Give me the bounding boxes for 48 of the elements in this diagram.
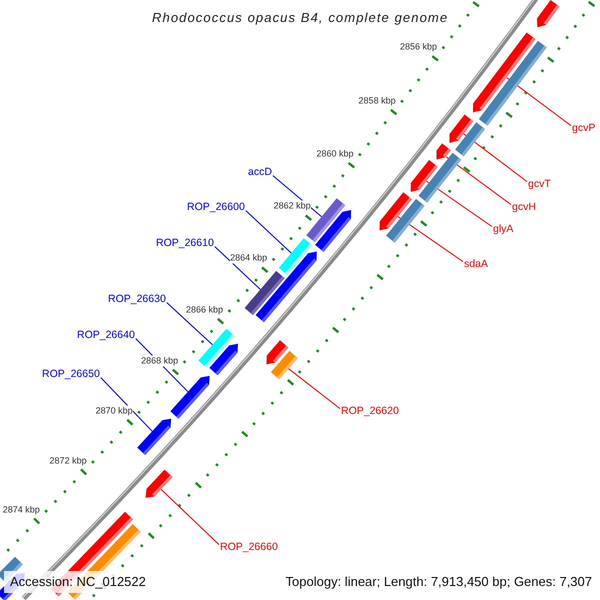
gene-feature xyxy=(418,152,462,203)
gene-label: ROP_26620 xyxy=(341,405,399,417)
gene-label: ROP_26600 xyxy=(187,201,245,213)
gene-feature xyxy=(537,0,560,28)
leader-line xyxy=(100,377,153,432)
leader-line xyxy=(463,133,528,182)
scale-label: 2870 kbp xyxy=(96,406,133,417)
gene-label: gcvT xyxy=(528,178,551,190)
gene-feature xyxy=(170,376,210,419)
leader-line xyxy=(445,156,512,206)
gene-label: sdaA xyxy=(464,258,488,270)
scale-label: 2868 kbp xyxy=(141,355,178,366)
gene-label: accD xyxy=(248,166,272,178)
leader-line xyxy=(166,302,213,346)
gene-label: gcvH xyxy=(512,201,536,213)
gene-feature xyxy=(455,122,485,156)
gene-feature xyxy=(209,344,238,376)
leader-line xyxy=(160,488,220,546)
leader-line xyxy=(397,216,464,262)
scale-label: 2872 kbp xyxy=(50,455,87,466)
leader-line xyxy=(506,77,572,126)
gene-label: ROP_26630 xyxy=(108,293,166,305)
genome-summary: Topology: linear; Length: 7,913,450 bp; Genes: 7,307 xyxy=(286,574,592,590)
gene-label: gcvP xyxy=(572,122,596,134)
gene-feature xyxy=(266,340,288,364)
gene-label: glyA xyxy=(493,223,514,235)
scale-label: 2866 kbp xyxy=(186,304,223,316)
leader-line xyxy=(245,210,292,254)
scale-label: 2864 kbp xyxy=(230,252,268,264)
gene-label: ROP_26640 xyxy=(77,329,135,341)
gene-feature xyxy=(386,198,425,243)
scale-label: 2874 kbp xyxy=(2,504,40,516)
scale-label: 2860 kbp xyxy=(316,148,354,160)
diagram-title: Rhodococcus opacus B4, complete genome xyxy=(152,9,448,26)
leader-line xyxy=(214,246,261,290)
gene-label: ROP_26650 xyxy=(42,368,100,380)
leader-line xyxy=(288,368,340,410)
gene-feature xyxy=(478,40,547,126)
scale-label: 2858 kbp xyxy=(358,95,396,106)
scale-label: 2856 kbp xyxy=(400,42,437,52)
gene-feature xyxy=(315,210,352,252)
gene-feature xyxy=(146,470,172,498)
gene-feature xyxy=(137,418,172,455)
gene-feature xyxy=(436,143,451,160)
gene-label: ROP_26610 xyxy=(156,237,214,249)
leader-line xyxy=(426,180,492,228)
scale-label: 2862 kbp xyxy=(274,200,311,212)
gene-label: ROP_26660 xyxy=(220,541,278,553)
